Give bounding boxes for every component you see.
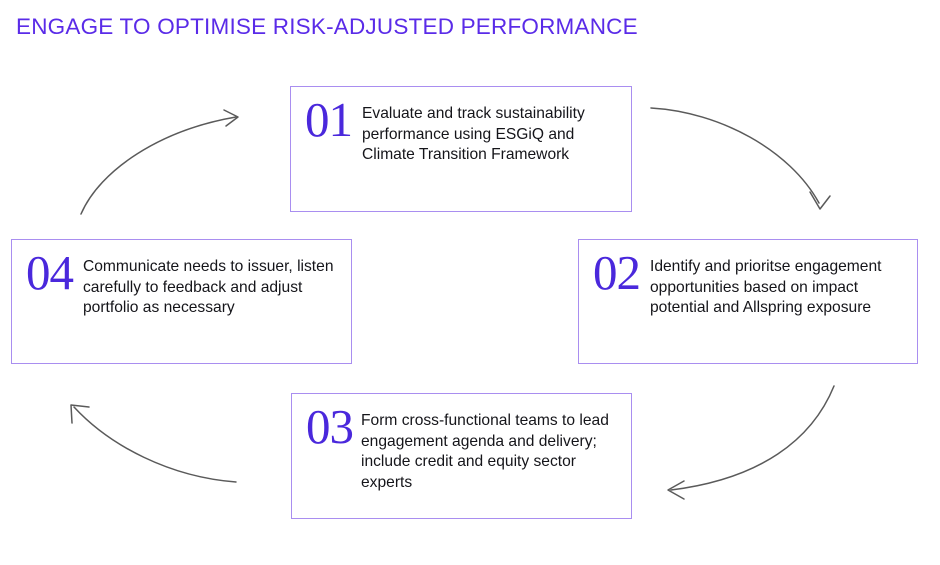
step-box-02[interactable]: 02 Identify and prioritse engagement opp…	[578, 239, 918, 364]
step-box-01[interactable]: 01 Evaluate and track sustainability per…	[290, 86, 632, 212]
step-number-04: 04	[26, 245, 74, 300]
step-number-02: 02	[593, 245, 641, 300]
arrow-02-to-03-icon	[667, 385, 835, 500]
arrow-04-to-01-icon	[80, 109, 239, 215]
step-text-04: Communicate needs to issuer, listen care…	[83, 258, 334, 317]
step-text-03: Form cross-functional teams to lead enga…	[361, 412, 609, 491]
step-number-01: 01	[305, 92, 353, 147]
step-box-03[interactable]: 03 Form cross-functional teams to lead e…	[291, 393, 632, 519]
step-number-03: 03	[306, 399, 354, 454]
step-text-01: Evaluate and track sustainability perfor…	[362, 105, 585, 164]
page-title: ENGAGE TO OPTIMISE RISK-ADJUSTED PERFORM…	[16, 14, 638, 39]
arrow-01-to-02-icon	[650, 107, 831, 210]
arrow-03-to-04-icon	[70, 404, 237, 483]
step-text-02: Identify and prioritse engagement opport…	[650, 258, 882, 317]
step-box-04[interactable]: 04 Communicate needs to issuer, listen c…	[11, 239, 352, 364]
